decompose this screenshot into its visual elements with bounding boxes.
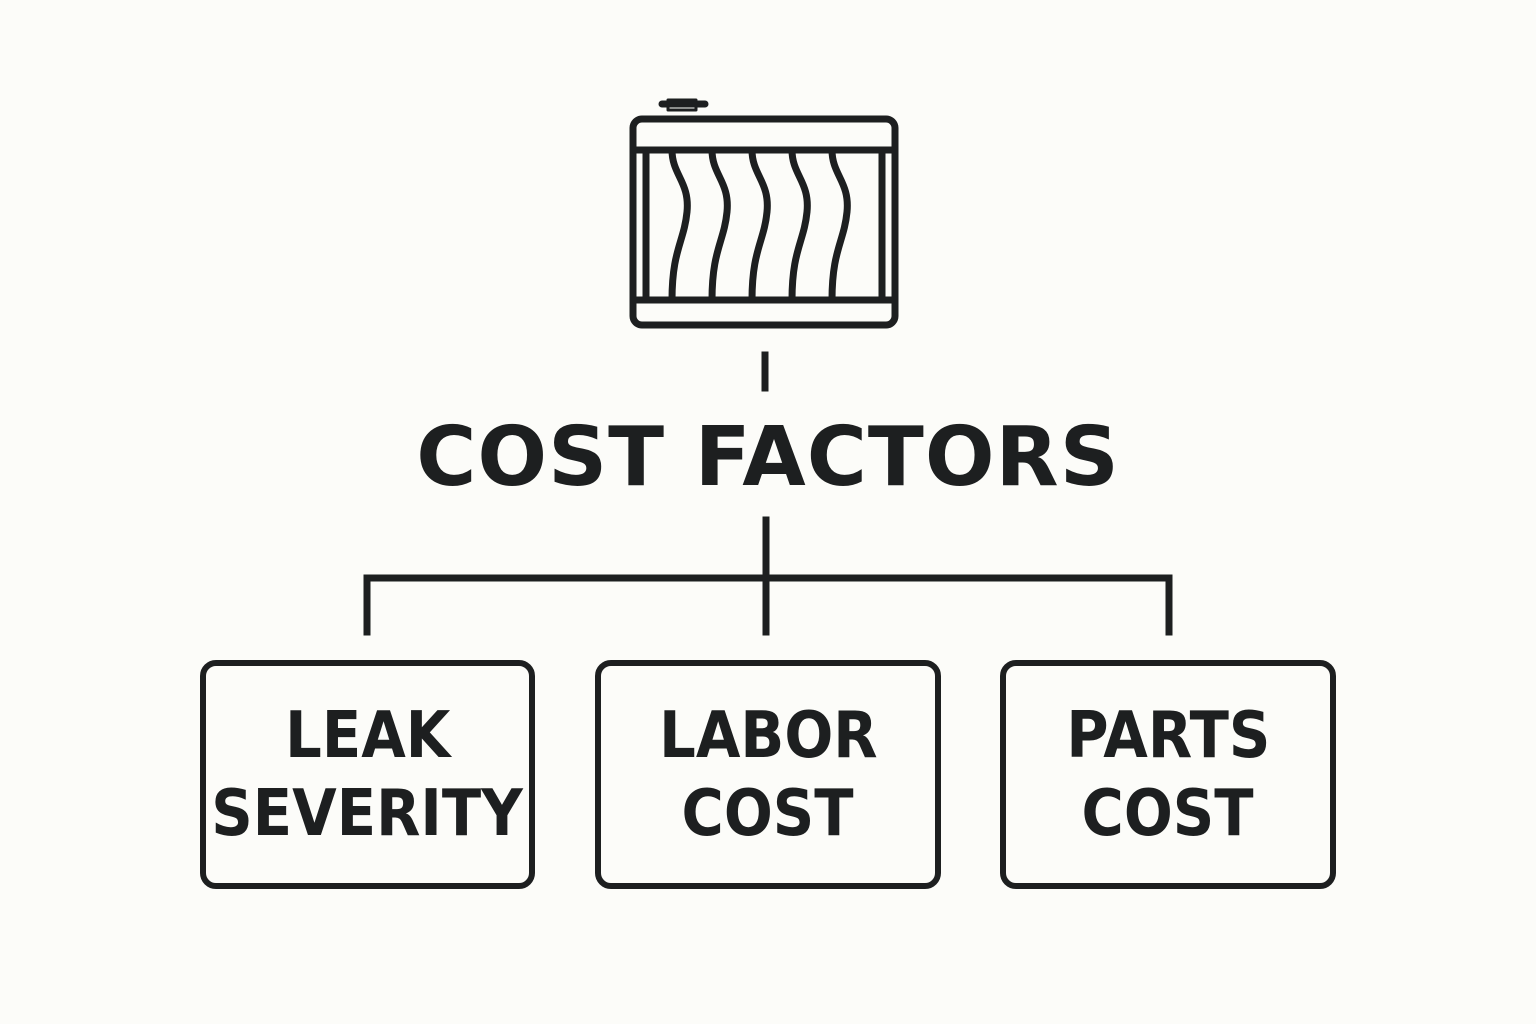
radiator-cap-top bbox=[666, 98, 698, 112]
factor-label-line2: COST bbox=[681, 776, 855, 851]
factor-label-line1: LABOR bbox=[658, 698, 878, 773]
radiator-fin bbox=[708, 146, 731, 304]
factor-box-parts-cost: PARTS COST bbox=[1000, 660, 1336, 889]
factor-label-line1: LEAK bbox=[284, 698, 451, 773]
diagram-title: COST FACTORS bbox=[416, 410, 1120, 505]
factor-label-line2: COST bbox=[1081, 776, 1255, 851]
factor-label-line2: SEVERITY bbox=[211, 776, 524, 851]
radiator-fin bbox=[748, 146, 771, 304]
factor-label-line1: PARTS bbox=[1065, 698, 1271, 773]
factor-box-labor-cost: LABOR COST bbox=[595, 660, 941, 889]
factor-box-leak-severity: LEAK SEVERITY bbox=[200, 660, 535, 889]
radiator-fin bbox=[828, 146, 851, 304]
radiator-fin bbox=[788, 146, 811, 304]
radiator-icon bbox=[629, 98, 899, 329]
radiator-frame bbox=[629, 115, 899, 329]
radiator-fin bbox=[668, 146, 691, 304]
